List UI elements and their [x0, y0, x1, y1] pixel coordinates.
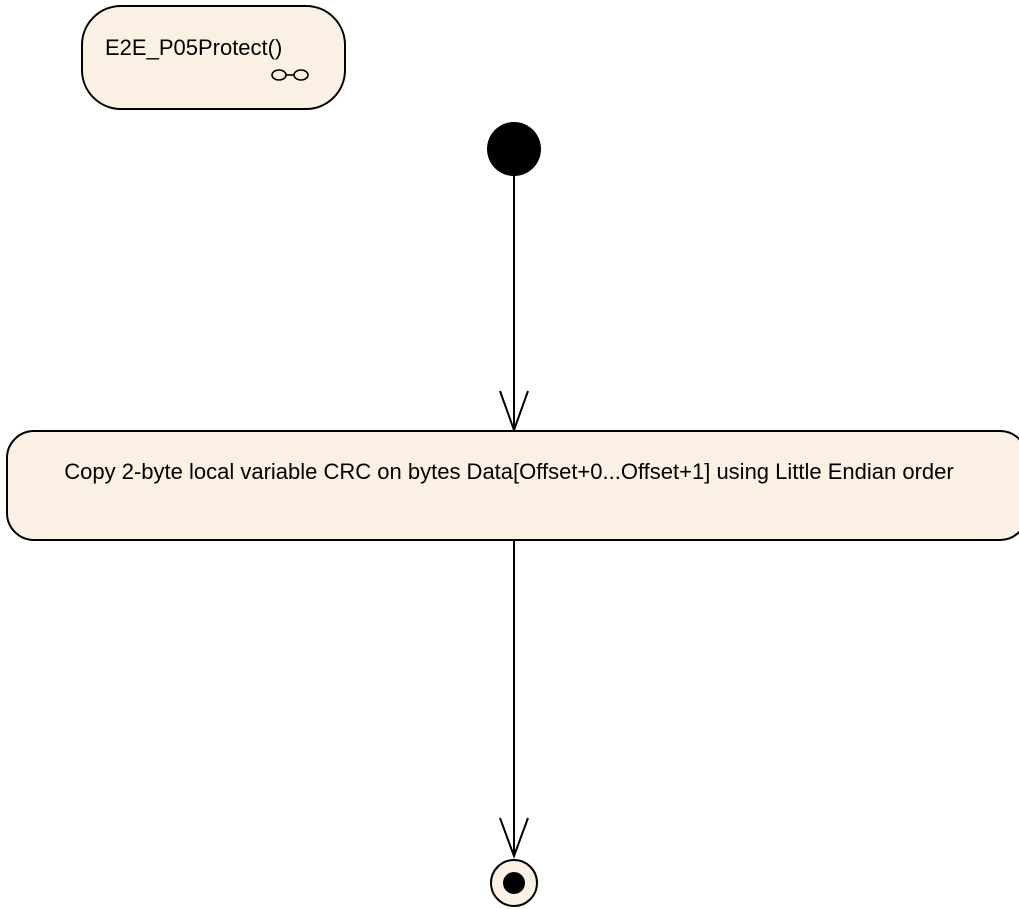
arrowhead-to-final: [499, 817, 529, 859]
activity-name-box: E2E_P05Protect(): [81, 5, 346, 110]
action-node: Copy 2-byte local variable CRC on bytes …: [6, 430, 1019, 541]
action-text: Copy 2-byte local variable CRC on bytes …: [64, 459, 954, 484]
rake-icon: [271, 69, 309, 81]
activity-title: E2E_P05Protect(): [105, 35, 283, 60]
initial-node: [487, 122, 541, 176]
activity-final-node: [490, 859, 538, 907]
